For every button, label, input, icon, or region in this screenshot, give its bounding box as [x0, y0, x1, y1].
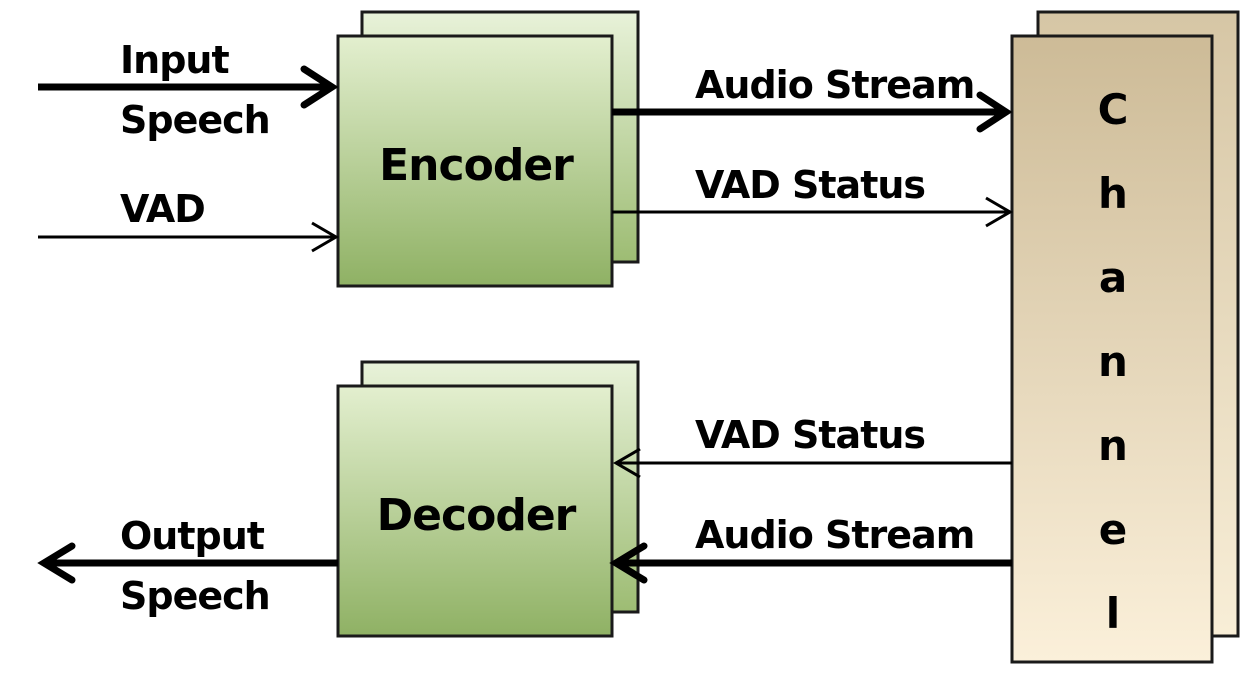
encoder-audio-stream-arrow	[612, 91, 1013, 133]
channel-letter-7: l	[1106, 589, 1120, 638]
encoder-front-plate	[336, 34, 614, 288]
vad-input-label: VAD	[120, 187, 205, 231]
encoder-block: Encoder	[336, 10, 640, 288]
channel-letter-2: h	[1098, 169, 1128, 218]
vad-input-arrow	[38, 221, 339, 253]
input-speech-label-line1: Input	[120, 38, 229, 82]
input-speech-arrow	[38, 65, 339, 109]
decoder-vad-status-label: VAD Status	[695, 413, 925, 457]
decoder-block: Decoder	[336, 360, 640, 638]
output-speech-label-line1: Output	[120, 514, 265, 558]
decoder-audio-stream-label: Audio Stream	[695, 513, 974, 557]
input-speech-label-line2: Speech	[120, 98, 270, 142]
output-speech-arrow	[37, 542, 338, 584]
decoder-vad-status-arrow	[613, 447, 1012, 479]
channel-letter-1: C	[1098, 85, 1129, 134]
channel-letter-6: e	[1099, 505, 1128, 554]
encoder-vad-status-arrow	[612, 196, 1013, 228]
decoder-label: Decoder	[377, 490, 577, 541]
encoder-label: Encoder	[379, 140, 574, 191]
output-speech-label-line2: Speech	[120, 574, 270, 618]
encoder-vad-status-label: VAD Status	[695, 163, 925, 207]
encoder-audio-stream-label: Audio Stream	[695, 63, 974, 107]
channel-block: C h a n n e l	[1010, 10, 1240, 664]
channel-front-plate	[1010, 34, 1214, 664]
channel-letter-3: a	[1099, 253, 1127, 302]
channel-letter-4: n	[1098, 337, 1128, 386]
decoder-audio-stream-arrow	[609, 542, 1012, 584]
channel-letter-5: n	[1098, 421, 1128, 470]
decoder-front-plate	[336, 384, 614, 638]
